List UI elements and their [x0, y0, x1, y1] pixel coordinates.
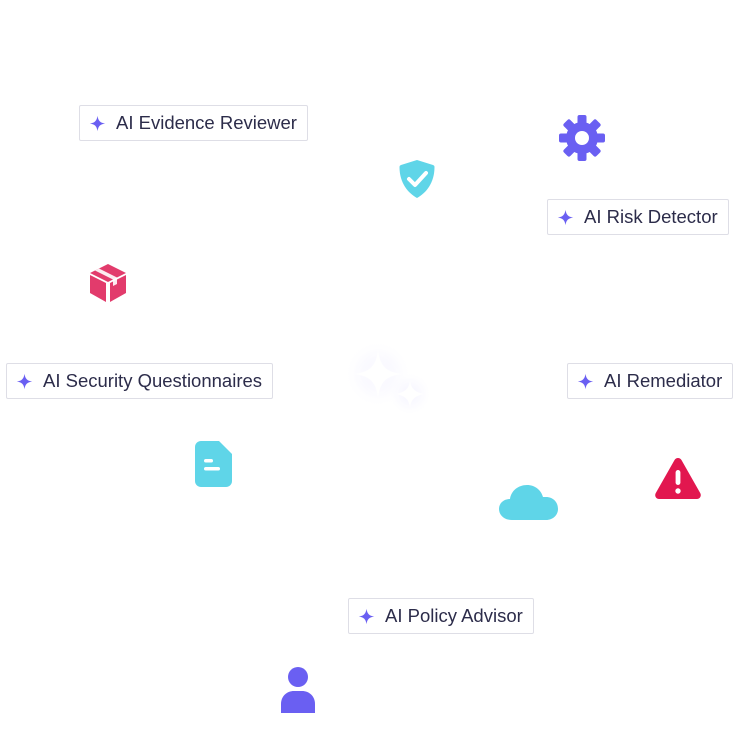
gear-icon	[559, 115, 605, 161]
package-icon	[90, 264, 126, 302]
sparkle-icon	[577, 373, 594, 389]
center-sparkle-icon	[344, 340, 432, 416]
feature-label: AI Risk Detector	[584, 206, 718, 227]
user-icon	[281, 667, 315, 713]
feature-ai-security-questionnaires: AI Security Questionnaires	[6, 363, 274, 399]
sparkle-icon	[16, 373, 33, 389]
feature-label: AI Remediator	[604, 370, 723, 391]
warning-icon	[655, 458, 701, 499]
feature-ai-policy-advisor: AI Policy Advisor	[348, 598, 534, 634]
feature-ai-evidence-reviewer: AI Evidence Reviewer	[79, 105, 308, 141]
sparkle-icon	[557, 209, 574, 225]
sparkle-icon	[89, 115, 106, 131]
cloud-icon	[499, 485, 558, 520]
feature-label: AI Evidence Reviewer	[116, 112, 297, 133]
sparkle-icon	[358, 608, 375, 624]
shield-check-icon	[399, 160, 435, 198]
document-icon	[195, 441, 232, 487]
feature-ai-remediator: AI Remediator	[567, 363, 734, 399]
feature-label: AI Security Questionnaires	[43, 370, 263, 391]
feature-ai-risk-detector: AI Risk Detector	[547, 199, 729, 235]
feature-label: AI Policy Advisor	[385, 605, 523, 626]
